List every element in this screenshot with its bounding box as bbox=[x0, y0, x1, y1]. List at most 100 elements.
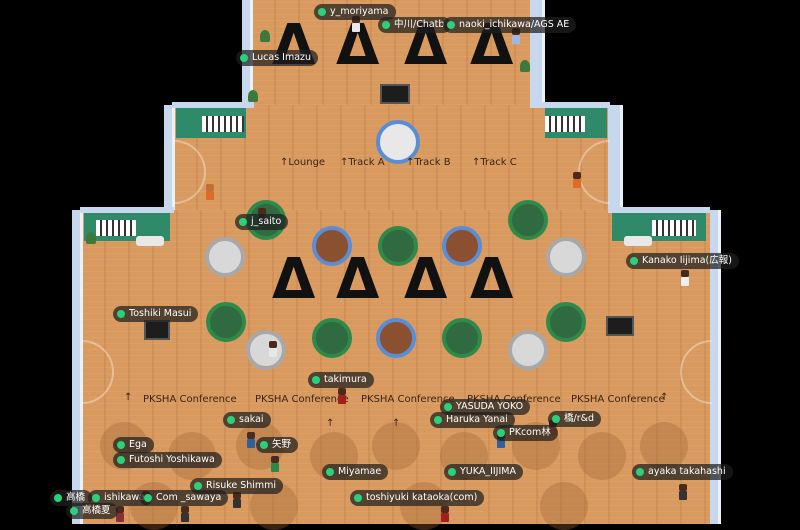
table-blue[interactable] bbox=[312, 226, 352, 266]
player-name: Toshiki Masui bbox=[129, 308, 192, 319]
player-name: ishikawa bbox=[104, 492, 145, 503]
player-nametag[interactable]: Kanako Iijima(広報) bbox=[626, 253, 739, 269]
player-nametag[interactable]: PKcom林 bbox=[493, 425, 558, 441]
player-nametag[interactable]: toshiyuki kataoka(com) bbox=[350, 490, 485, 506]
player-name: Com _sawaya bbox=[156, 492, 222, 503]
wall-mid-left bbox=[164, 105, 175, 210]
table-gray[interactable] bbox=[246, 330, 286, 370]
player-name: Haruka Yanai bbox=[446, 414, 508, 425]
floor-letter: Δ bbox=[404, 247, 448, 312]
table-green[interactable] bbox=[312, 318, 352, 358]
floor-arc-left-mid bbox=[174, 140, 206, 204]
table-blue[interactable] bbox=[376, 318, 416, 358]
table-green[interactable] bbox=[206, 302, 246, 342]
table-gray[interactable] bbox=[508, 330, 548, 370]
avatar[interactable] bbox=[680, 270, 690, 286]
plant-icon bbox=[86, 232, 96, 244]
screen-right[interactable] bbox=[606, 316, 634, 336]
avatar[interactable] bbox=[232, 492, 242, 508]
player-name: Futoshi Yoshikawa bbox=[129, 454, 215, 465]
wall-ledge-right-low bbox=[608, 207, 710, 213]
online-status-icon bbox=[312, 376, 320, 384]
player-name: Miyamae bbox=[338, 466, 382, 477]
online-status-icon bbox=[54, 494, 62, 502]
zone-label-conference: PKSHA Conference bbox=[255, 394, 349, 405]
player-name: YASUDA YOKO bbox=[456, 401, 524, 412]
player-nametag[interactable]: takimura bbox=[308, 372, 374, 388]
player-name: 橋/r&d bbox=[564, 413, 595, 424]
avatar[interactable] bbox=[440, 506, 450, 522]
table-gray[interactable] bbox=[205, 237, 245, 277]
spot-circle bbox=[578, 432, 626, 480]
avatar[interactable] bbox=[572, 172, 582, 188]
online-status-icon bbox=[117, 456, 125, 464]
online-status-icon bbox=[382, 21, 390, 29]
player-nametag[interactable]: j_saito bbox=[235, 214, 289, 230]
online-status-icon bbox=[117, 310, 125, 318]
player-nametag[interactable]: naoki_ichikawa/AGS AE bbox=[443, 17, 577, 33]
avatar[interactable] bbox=[180, 506, 190, 522]
table-lounge[interactable] bbox=[376, 120, 420, 164]
player-nametag[interactable]: Futoshi Yoshikawa bbox=[113, 452, 222, 468]
player-nametag[interactable]: 橋/r&d bbox=[548, 411, 602, 427]
online-status-icon bbox=[144, 494, 152, 502]
table-green[interactable] bbox=[546, 302, 586, 342]
screen-left[interactable] bbox=[144, 320, 170, 340]
player-nametag[interactable]: Com _sawaya bbox=[140, 490, 229, 506]
player-nametag[interactable]: YUKA_IIJIMA bbox=[444, 464, 523, 480]
table-gray[interactable] bbox=[546, 237, 586, 277]
online-status-icon bbox=[239, 218, 247, 226]
player-nametag[interactable]: Toshiki Masui bbox=[113, 306, 199, 322]
avatar[interactable] bbox=[115, 506, 125, 522]
avatar[interactable] bbox=[246, 432, 256, 448]
player-nametag[interactable]: Haruka Yanai bbox=[430, 412, 515, 428]
player-nametag[interactable]: y_moriyama bbox=[314, 4, 396, 20]
player-nametag[interactable]: sakai bbox=[223, 412, 271, 428]
player-name: toshiyuki kataoka(com) bbox=[366, 492, 478, 503]
player-name: PKcom林 bbox=[509, 427, 551, 438]
player-nametag[interactable]: ayaka takahashi bbox=[632, 464, 733, 480]
table-blue[interactable] bbox=[442, 226, 482, 266]
table-green[interactable] bbox=[442, 318, 482, 358]
plant-icon bbox=[260, 30, 270, 42]
spot-circle bbox=[372, 422, 420, 470]
avatar[interactable] bbox=[337, 388, 347, 404]
sofa-right bbox=[624, 236, 652, 246]
player-nametag[interactable]: 高橋夏 bbox=[66, 503, 118, 519]
player-nametag[interactable]: Miyamae bbox=[322, 464, 389, 480]
player-name: ayaka takahashi bbox=[648, 466, 726, 477]
online-status-icon bbox=[117, 441, 125, 449]
spot-circle bbox=[540, 482, 588, 530]
player-nametag[interactable]: 高橋 bbox=[50, 490, 93, 506]
player-name: sakai bbox=[239, 414, 264, 425]
wall-bottom-right bbox=[710, 210, 721, 524]
arrow-up-icon: ↑ bbox=[392, 418, 401, 429]
online-status-icon bbox=[70, 507, 78, 515]
online-status-icon bbox=[434, 416, 442, 424]
table-green[interactable] bbox=[378, 226, 418, 266]
player-name: Kanako Iijima(広報) bbox=[642, 255, 732, 266]
online-status-icon bbox=[194, 482, 202, 490]
player-nametag[interactable]: Lucas Imazu bbox=[236, 50, 319, 66]
avatar[interactable] bbox=[205, 184, 215, 200]
online-status-icon bbox=[444, 403, 452, 411]
player-nametag[interactable]: 中川/Chatb bbox=[378, 17, 452, 33]
avatar[interactable] bbox=[678, 484, 688, 500]
floor-letter: Δ bbox=[272, 247, 316, 312]
zone-label-track-c: ↑Track C bbox=[472, 157, 517, 168]
player-name: YUKA_IIJIMA bbox=[460, 466, 516, 477]
wall-ledge-left-mid bbox=[172, 102, 254, 108]
zone-label-conference: PKSHA Conference bbox=[361, 394, 455, 405]
player-nametag[interactable]: 矢野 bbox=[256, 437, 299, 453]
avatar[interactable] bbox=[268, 341, 278, 357]
online-status-icon bbox=[447, 21, 455, 29]
player-nametag[interactable]: YASUDA YOKO bbox=[440, 399, 531, 415]
player-nametag[interactable]: ishikawa bbox=[88, 490, 152, 506]
player-nametag[interactable]: Ega bbox=[113, 437, 154, 453]
wall-bottom-left bbox=[72, 210, 83, 524]
avatar[interactable] bbox=[270, 456, 280, 472]
table-green[interactable] bbox=[508, 200, 548, 240]
screen-lounge[interactable] bbox=[380, 84, 410, 104]
player-name: y_moriyama bbox=[330, 6, 389, 17]
